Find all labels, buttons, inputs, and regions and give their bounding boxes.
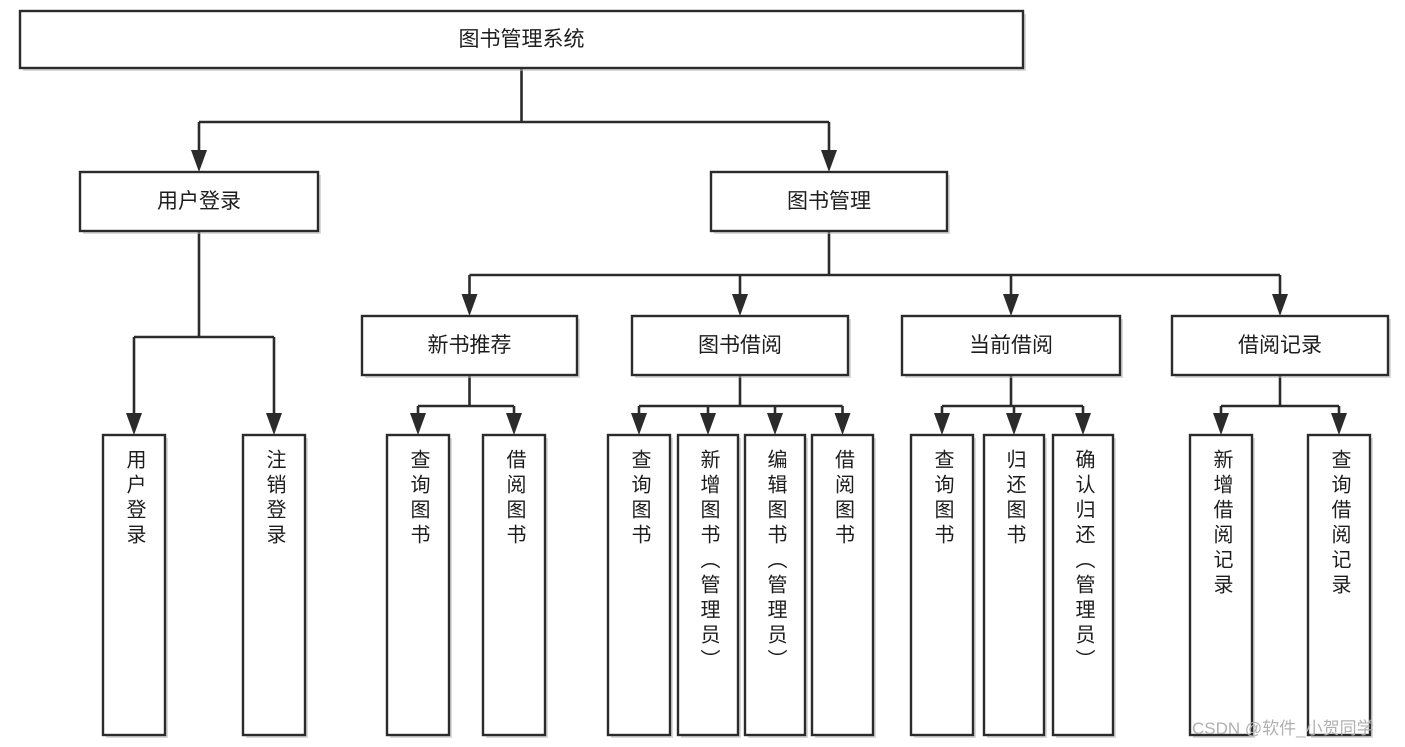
node-box-user-login[interactable] bbox=[78, 170, 320, 233]
arrow-head-icon bbox=[767, 413, 783, 435]
arrow-head-icon bbox=[934, 413, 950, 435]
arrow-head-icon bbox=[834, 413, 851, 435]
arrow-head-icon bbox=[1331, 413, 1347, 435]
arrow-head-icon bbox=[1213, 413, 1229, 435]
arrow-head-icon bbox=[732, 294, 748, 316]
node-label-new-book-rec: 新书推荐 bbox=[428, 334, 512, 357]
node-box-leaf-user-login[interactable] bbox=[101, 433, 167, 737]
node-box-root[interactable] bbox=[18, 9, 1025, 70]
arrow-head-icon bbox=[410, 413, 426, 435]
arrow-head-icon bbox=[191, 150, 207, 172]
arrow-head-icon bbox=[1075, 413, 1091, 435]
node-box-leaf-rec-query[interactable] bbox=[385, 433, 451, 737]
node-label-borrow-record: 借阅记录 bbox=[1238, 334, 1322, 357]
node-label-book-borrow: 图书借阅 bbox=[698, 334, 782, 357]
node-box-leaf-borrow-edit[interactable] bbox=[743, 433, 807, 737]
node-box-leaf-borrow-query[interactable] bbox=[606, 433, 672, 737]
node-box-book-borrow[interactable] bbox=[630, 314, 850, 377]
arrow-head-icon bbox=[126, 413, 142, 435]
node-box-leaf-cur-confirm[interactable] bbox=[1051, 433, 1115, 737]
node-box-leaf-borrow-add[interactable] bbox=[676, 433, 740, 737]
node-box-leaf-cur-return[interactable] bbox=[982, 433, 1046, 737]
node-label-current-borrow: 当前借阅 bbox=[969, 334, 1053, 357]
edges-layer bbox=[126, 68, 1347, 435]
node-box-leaf-rec-borrow[interactable] bbox=[481, 433, 547, 737]
arrow-head-icon bbox=[266, 413, 282, 435]
node-label-root: 图书管理系统 bbox=[459, 28, 585, 51]
arrow-head-icon bbox=[821, 150, 837, 172]
node-box-leaf-cur-query[interactable] bbox=[909, 433, 975, 737]
arrow-head-icon bbox=[461, 294, 478, 316]
node-box-leaf-rec-query2[interactable] bbox=[1306, 433, 1372, 737]
arrow-head-icon bbox=[1272, 294, 1288, 316]
node-box-borrow-record[interactable] bbox=[1170, 314, 1390, 377]
node-box-leaf-user-logout[interactable] bbox=[241, 433, 307, 737]
node-box-new-book-rec[interactable] bbox=[360, 314, 579, 377]
arrow-head-icon bbox=[1003, 294, 1019, 316]
node-box-leaf-rec-add[interactable] bbox=[1188, 433, 1254, 737]
arrow-head-icon bbox=[506, 413, 522, 435]
arrow-head-icon bbox=[1006, 413, 1022, 435]
nodes-layer bbox=[18, 9, 1391, 738]
node-box-book-manage[interactable] bbox=[709, 170, 949, 233]
node-label-book-manage: 图书管理 bbox=[787, 190, 871, 213]
arrow-head-icon bbox=[700, 413, 716, 435]
node-label-user-login: 用户登录 bbox=[157, 190, 241, 213]
node-box-current-borrow[interactable] bbox=[900, 314, 1122, 377]
csdn-watermark: CSDN @软件_小贺同学 bbox=[1192, 719, 1374, 738]
arrow-head-icon bbox=[631, 413, 647, 435]
node-box-leaf-borrow-do[interactable] bbox=[810, 433, 875, 737]
